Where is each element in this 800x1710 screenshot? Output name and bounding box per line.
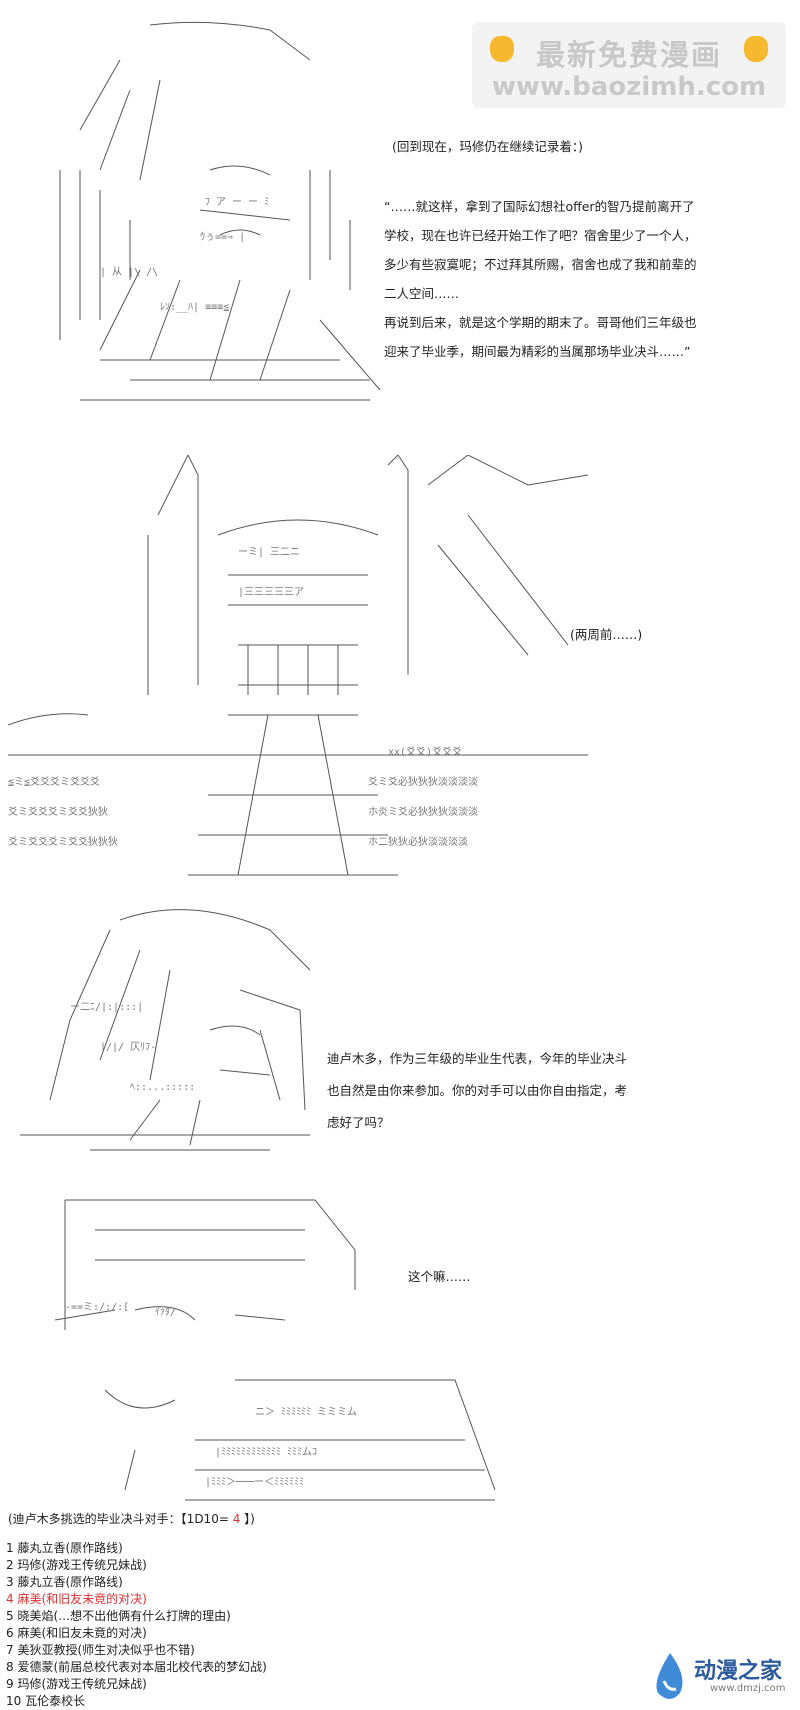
list-item-selected: 4 麻美(和旧友未竟的对决) xyxy=(6,1592,147,1606)
pointing-hand-icon xyxy=(744,36,768,62)
panel1-line: 二人空间…… xyxy=(384,286,460,301)
ascii-art-man-thinking: -==ミ:/:/:[ ｲｧﾀ/ ニ＞ ﾐﾐﾐﾐﾐﾐ ミミミム |ﾐﾐﾐﾐﾐﾐﾐﾐ… xyxy=(54,1199,496,1501)
panel1-caption: (回到现在，玛修仍在继续记录着：) xyxy=(392,139,584,154)
svg-text:ー二ﾆ/|:|:::|: ー二ﾆ/|:|:::| xyxy=(70,1002,143,1013)
panel3-line: 也自然是由你来参加。你的对手可以由你自由指定，考 xyxy=(327,1083,628,1098)
svg-text:|三三三三三ア: |三三三三三ア xyxy=(238,587,304,598)
dice-roll-value: 4 xyxy=(232,1512,241,1526)
logo-url: www.dmzj.com xyxy=(710,1683,786,1694)
svg-text:-==ミ:/:/:[: -==ミ:/:/:[ xyxy=(65,1302,129,1313)
ascii-art-castle: xx(爻爻)爻爻爻 爻ミ爻必狄狄狄淡淡淡淡 ホ炎ミ爻必狄狄狄淡淡淡 ホ二狄狄必狄… xyxy=(8,455,589,876)
list-item: 7 美狄亚教授(师生对决似乎也不错) xyxy=(6,1643,195,1657)
list-item: 6 麻美(和旧友未竟的对决) xyxy=(6,1626,147,1640)
svg-text:ｳぅ==⇒ |: ｳぅ==⇒ | xyxy=(200,231,245,243)
panel4-caption: 这个嘛…… xyxy=(408,1269,471,1284)
svg-text:xx(爻爻)爻爻爻: xx(爻爻)爻爻爻 xyxy=(388,746,462,758)
svg-text:ﾍ::...:::::: ﾍ::...::::: xyxy=(130,1082,195,1093)
svg-text:ーミ| 三二ニ: ーミ| 三二ニ xyxy=(238,547,300,558)
list-item: 8 爱德蒙(前届总校代表对本届北校代表的梦幻战) xyxy=(6,1660,267,1674)
svg-text:≦ミ≦爻爻爻ミ爻爻爻: ≦ミ≦爻爻爻ミ爻爻爻 xyxy=(8,776,100,788)
svg-text:ニ＞ ﾐﾐﾐﾐﾐﾐ ミミミム: ニ＞ ﾐﾐﾐﾐﾐﾐ ミミミム xyxy=(255,1406,357,1418)
panel1-line: 学校，现在也许已经开始工作了吧？宿舍里少了一个人， xyxy=(384,228,697,243)
water-drop-icon xyxy=(656,1653,683,1699)
panel1-line: 迎来了毕业季，期间最为精彩的当属那场毕业决斗……” xyxy=(384,344,691,359)
svg-text:ｲｧﾀ/: ｲｧﾀ/ xyxy=(155,1306,176,1318)
svg-text:ﾌ ア ー ー ﾐ: ﾌ ア ー ー ﾐ xyxy=(205,197,269,208)
opponent-options-list: 1 藤丸立香(原作路线) 2 玛修(游戏王传统兄妹战) 3 藤丸立香(原作路线)… xyxy=(6,1540,267,1710)
logo-title: 动漫之家 xyxy=(694,1659,783,1684)
panel2-caption: (两周前……) xyxy=(570,627,643,642)
list-item: 10 瓦伦泰校长 xyxy=(6,1694,86,1708)
panel1-line: 多少有些寂寞呢；不过拜其所赐，宿舍也成了我和前辈的 xyxy=(384,257,697,272)
list-item: 1 藤丸立香(原作路线) xyxy=(6,1541,123,1555)
svg-text:| 从 |\ /\: | 从 |\ /\ xyxy=(100,267,158,278)
panel1-line: “……就这样，拿到了国际幻想社offer的智乃提前离开了 xyxy=(384,199,695,214)
watermark-url: www.baozimh.com xyxy=(491,72,767,102)
list-item: 3 藤丸立香(原作路线) xyxy=(6,1575,123,1589)
dice-roll-prefix: (迪卢木多挑选的毕业决斗对手：【1D10= xyxy=(8,1512,233,1526)
ascii-art-man: ー二ﾆ/|:|:::| |/|/ 仄ﾘﾌ‐ ﾍ::...::::: xyxy=(20,909,311,1151)
svg-text:ﾚｿ:__ﾊ| ≡≡≡≦: ﾚｿ:__ﾊ| ≡≡≡≦ xyxy=(160,302,229,313)
svg-text:爻ミ爻爻爻ミ爻爻狄狄狄: 爻ミ爻爻爻ミ爻爻狄狄狄 xyxy=(8,836,118,848)
svg-text:ホ二狄狄必狄淡淡淡淡: ホ二狄狄必狄淡淡淡淡 xyxy=(368,835,468,848)
list-item: 9 玛修(游戏王传统兄妹战) xyxy=(6,1677,147,1691)
watermark-title: 最新免费漫画 xyxy=(535,38,722,72)
svg-text:ホ炎ミ爻必狄狄狄淡淡淡: ホ炎ミ爻必狄狄狄淡淡淡 xyxy=(368,805,478,818)
list-item: 5 晓美焰(…想不出他俩有什么打牌的理由) xyxy=(6,1609,231,1623)
svg-text:爻ミ爻爻爻ミ爻爻狄狄: 爻ミ爻爻爻ミ爻爻狄狄 xyxy=(8,806,108,818)
panel1-line: 再说到后来，就是这个学期的期末了。哥哥他们三年级也 xyxy=(384,315,697,330)
svg-text:爻ミ爻必狄狄狄淡淡淡淡: 爻ミ爻必狄狄狄淡淡淡淡 xyxy=(368,775,478,788)
pointing-hand-icon xyxy=(490,36,514,62)
panel3-line: 迪卢木多，作为三年级的毕业生代表，今年的毕业决斗 xyxy=(327,1051,628,1066)
ascii-art-girl: ﾌ ア ー ー ﾐ ｳぅ==⇒ | ﾚｿ:__ﾊ| ≡≡≡≦ | 从 |\ /\ xyxy=(59,21,381,401)
svg-text:|ﾐﾐﾐ＞───ー＜ﾐﾐﾐﾐﾐﾐ: |ﾐﾐﾐ＞───ー＜ﾐﾐﾐﾐﾐﾐ xyxy=(205,1477,304,1488)
panel3-line: 虑好了吗？ xyxy=(327,1115,390,1130)
list-item: 2 玛修(游戏王传统兄妹战) xyxy=(6,1558,147,1572)
svg-text:|/|/ 仄ﾘﾌ‐: |/|/ 仄ﾘﾌ‐ xyxy=(100,1042,156,1053)
svg-text:|ﾐﾐﾐﾐﾐﾐﾐﾐﾐﾐﾐﾐ ﾐﾐﾐムｺ: |ﾐﾐﾐﾐﾐﾐﾐﾐﾐﾐﾐﾐ ﾐﾐﾐムｺ xyxy=(215,1446,317,1458)
dice-roll-line: (迪卢木多挑选的毕业决斗对手：【1D10= 4 】) xyxy=(8,1505,255,1533)
watermark-banner: 最新免费漫画 www.baozimh.com xyxy=(472,22,786,108)
dice-roll-suffix: 】) xyxy=(240,1512,255,1526)
dmzj-logo: 动漫之家 www.dmzj.com xyxy=(650,1645,800,1709)
